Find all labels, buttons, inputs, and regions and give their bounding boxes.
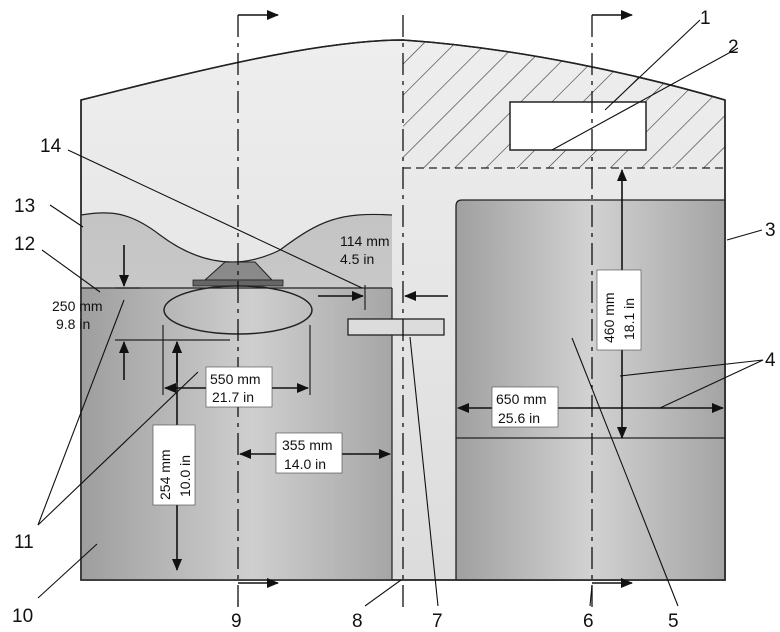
dim-650-mm: 650 mm [496,391,547,407]
dim-250-in: 9.8 in [56,316,90,332]
bar-part [347,318,445,336]
dim-550-in: 21.7 in [212,389,254,405]
callout-12: 12 [14,234,35,255]
window-box [509,101,647,151]
callout-14: 14 [40,136,62,157]
dim-355-in: 14.0 in [284,456,326,472]
dim-250-mm: 250 mm [52,298,103,314]
dim-254-mm: 254 mm [157,449,173,500]
dim-114-mm: 114 mm [340,233,390,249]
callout-7: 7 [432,611,443,632]
callout-11: 11 [14,532,34,553]
dim-114-in: 4.5 in [340,251,374,267]
callout-2: 2 [728,37,739,58]
callout-3: 3 [765,220,776,241]
callout-5: 5 [668,611,679,632]
callout-4: 4 [765,350,776,371]
callout-13: 13 [14,196,35,217]
dim-355-mm: 355 mm [282,437,333,453]
dim-460-in: 18.1 in [621,298,637,340]
callout-6: 6 [583,611,594,632]
callout-8: 8 [352,611,363,632]
dim-460-mm: 460 mm [601,292,617,343]
callout-10: 10 [12,606,33,627]
dim-550-mm: 550 mm [210,371,261,387]
callout-9: 9 [231,611,242,632]
dim-254-in: 10.0 in [177,455,193,497]
callout-1: 1 [700,8,711,29]
dim-650-in: 25.6 in [498,410,540,426]
